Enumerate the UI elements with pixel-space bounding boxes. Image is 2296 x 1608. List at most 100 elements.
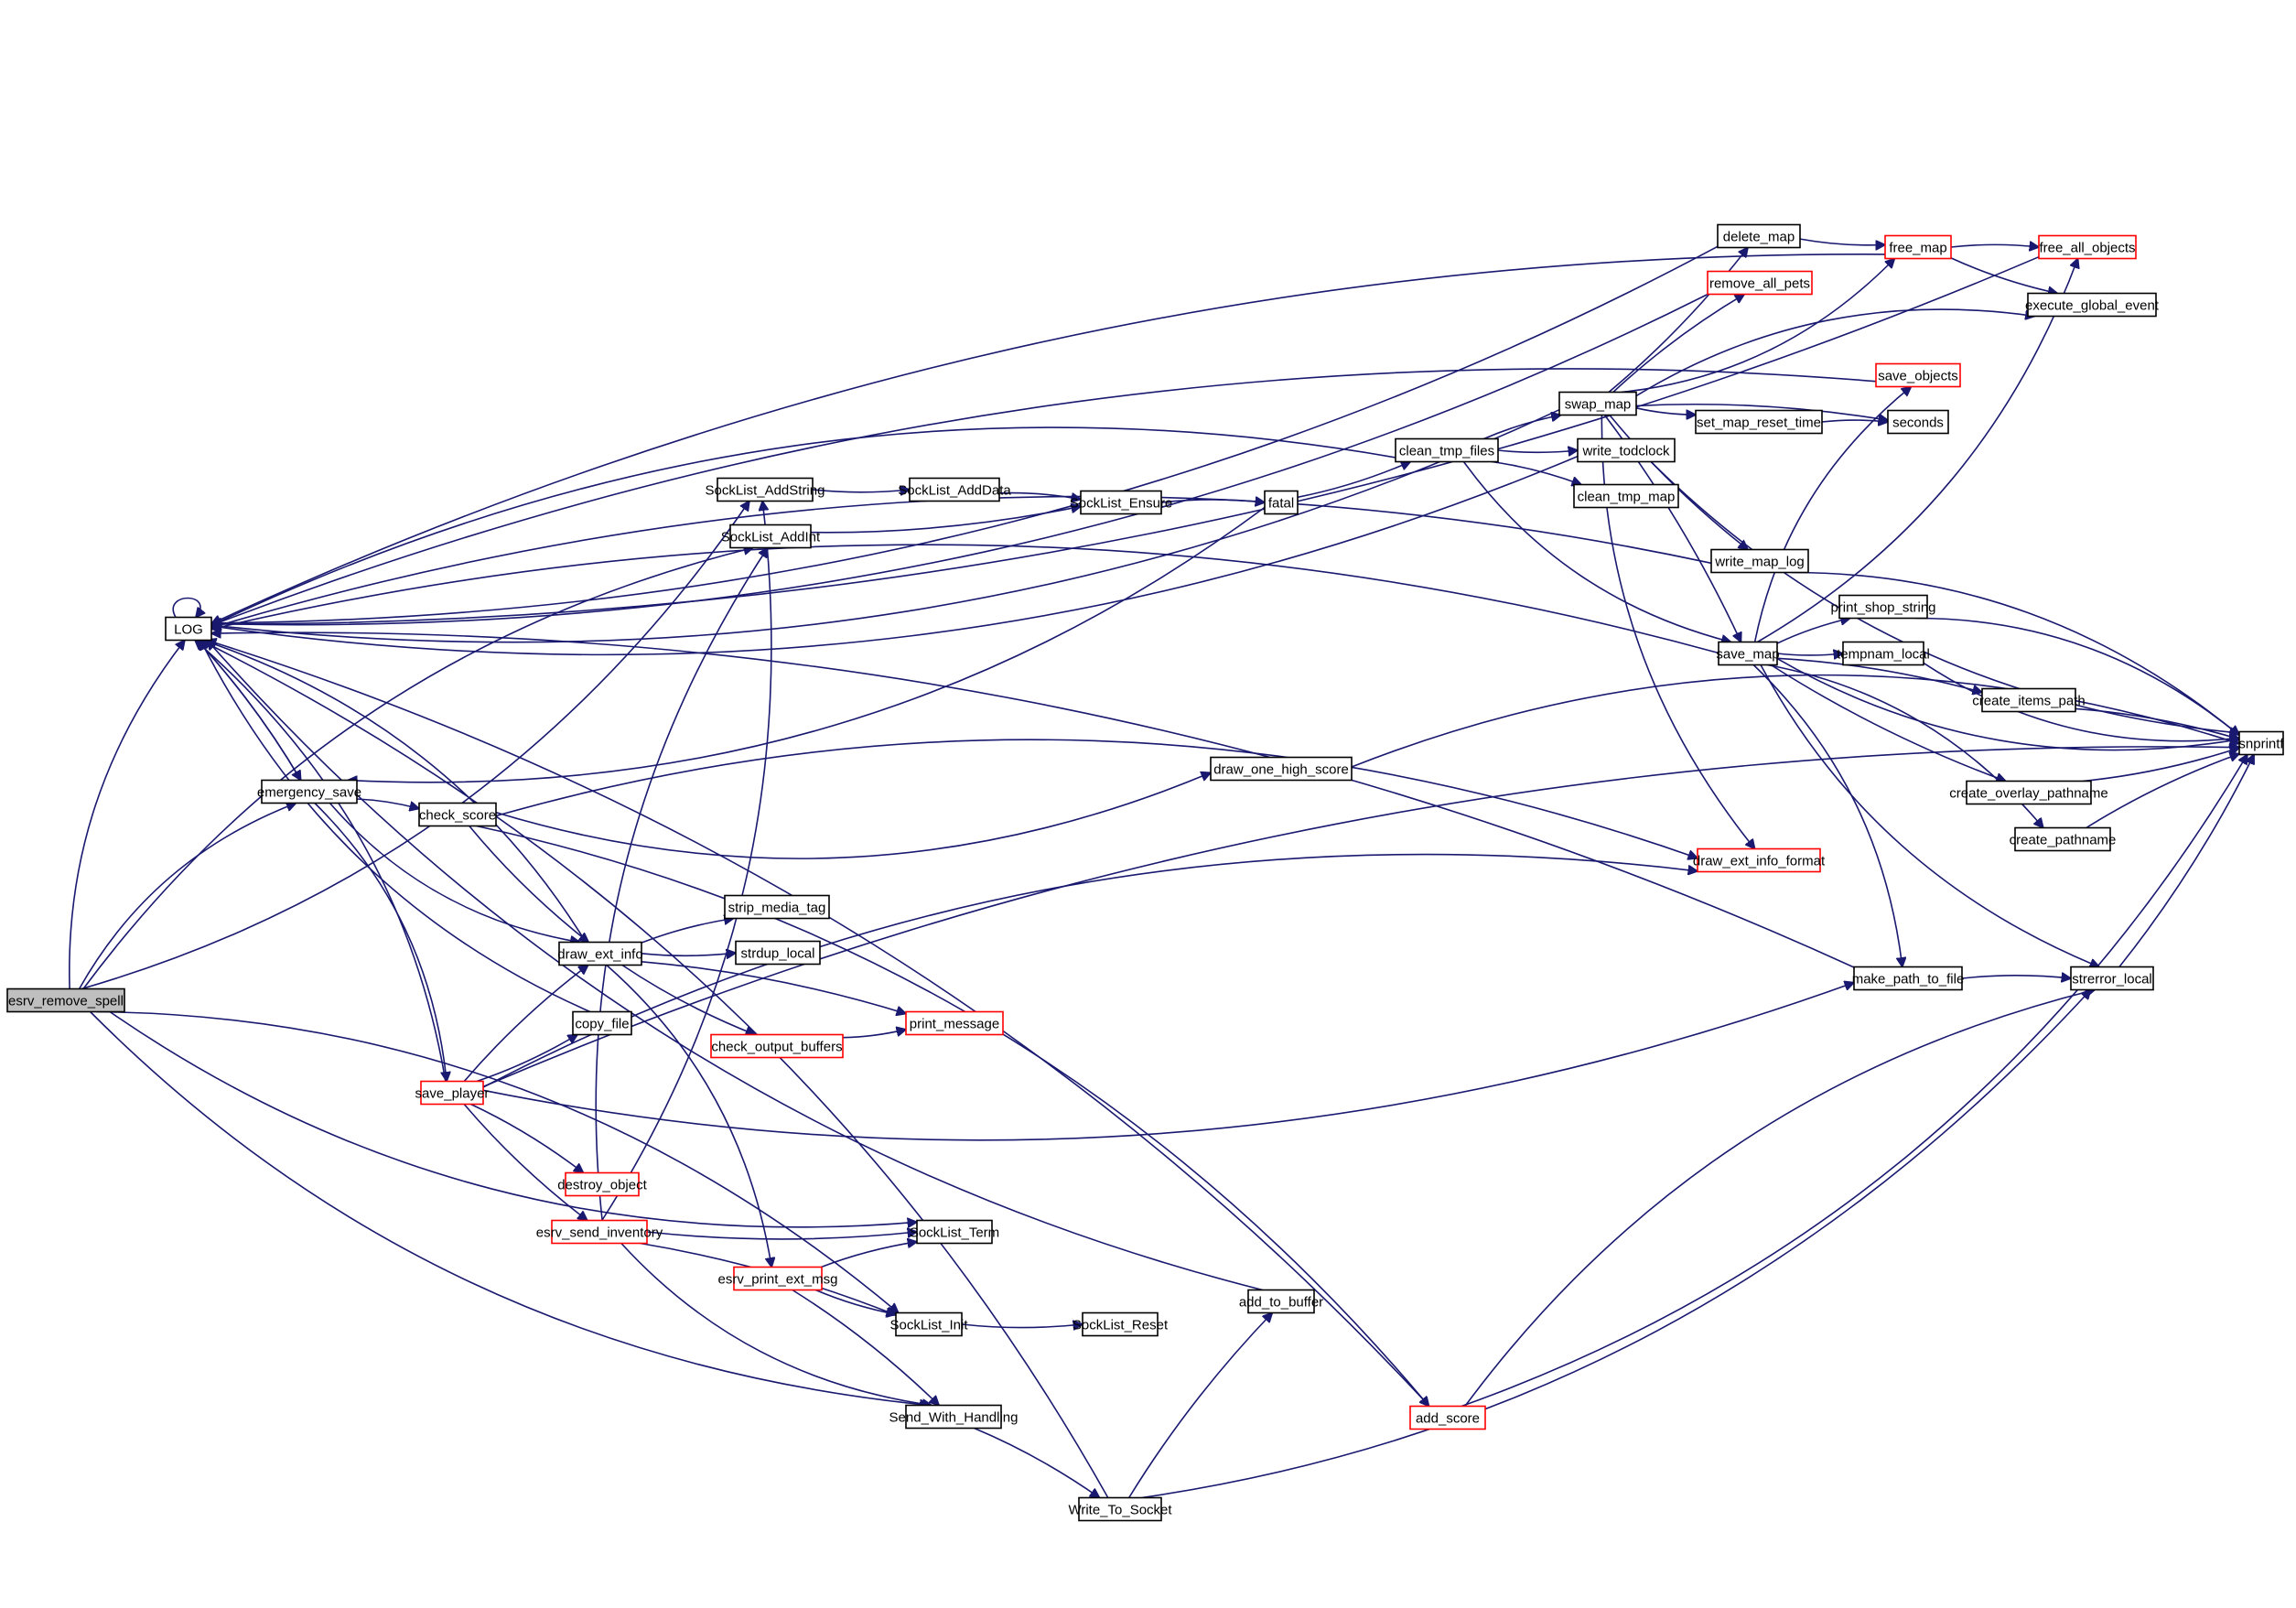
edge-swap_map-to-draw_ext_info_format (1601, 415, 1754, 849)
node-add_score[interactable]: add_score (1409, 1405, 1486, 1430)
node-SockList_AddData[interactable]: SockList_AddData (898, 477, 1011, 502)
node-label-esrv_send_inventory: esrv_send_inventory (536, 1225, 663, 1241)
node-box-snprintf (2238, 730, 2284, 756)
node-label-create_items_path: create_items_path (1972, 694, 2085, 709)
node-write_map_log[interactable]: write_map_log (1710, 548, 1809, 574)
edge-esrv_remove_spell-to-LOG (69, 641, 185, 989)
node-SockList_Term[interactable]: SockList_Term (910, 1219, 999, 1245)
edge-add_score-to-snprintf (1461, 755, 2247, 1408)
edge-clean_tmp_files-to-write_todclock (1497, 450, 1578, 452)
node-write_todclock[interactable]: write_todclock (1577, 437, 1676, 463)
edge-save_map-to-print_shop_string (1776, 619, 1850, 644)
node-swap_map[interactable]: swap_map (1558, 391, 1637, 416)
node-Send_With_Handling[interactable]: Send_With_Handling (889, 1404, 1019, 1430)
node-emergency_save[interactable]: emergency_save (257, 779, 361, 804)
node-SockList_Init[interactable]: SockList_Init (889, 1311, 968, 1337)
node-check_output_buffers[interactable]: check_output_buffers (710, 1033, 844, 1059)
node-strip_media_tag[interactable]: strip_media_tag (724, 894, 830, 920)
edge-esrv_remove_spell-to-SockList_AddInt (82, 548, 753, 989)
node-snprintf[interactable]: snprintf (2238, 730, 2284, 756)
node-label-SockList_AddData: SockList_AddData (898, 483, 1011, 499)
node-create_pathname[interactable]: create_pathname (2010, 826, 2117, 852)
node-seconds[interactable]: seconds (1887, 409, 1949, 435)
node-remove_all_pets[interactable]: remove_all_pets (1707, 270, 1813, 296)
node-box-Write_To_Socket (1078, 1496, 1162, 1522)
edge-Write_To_Socket-to-LOG (200, 641, 1109, 1498)
node-clean_tmp_map[interactable]: clean_tmp_map (1573, 483, 1679, 509)
node-esrv_send_inventory[interactable]: esrv_send_inventory (536, 1219, 663, 1245)
edge-save_player-to-destroy_object (470, 1103, 584, 1173)
node-check_score[interactable]: check_score (418, 802, 497, 827)
node-label-LOG: LOG (174, 622, 203, 638)
node-execute_global_event[interactable]: execute_global_event (2025, 292, 2160, 318)
node-label-copy_file: copy_file (575, 1017, 629, 1032)
node-box-make_path_to_file (1853, 966, 1963, 991)
node-print_message[interactable]: print_message (905, 1010, 1004, 1036)
edge-emergency_save-to-draw_ext_info (329, 802, 580, 943)
node-destroy_object[interactable]: destroy_object (557, 1171, 648, 1197)
node-SockList_AddInt[interactable]: SockList_AddInt (721, 523, 821, 549)
edge-save_player-to-make_path_to_file (482, 983, 1854, 1141)
node-SockList_AddString[interactable]: SockList_AddString (706, 477, 825, 502)
node-SockList_Reset[interactable]: SockList_Reset (1073, 1311, 1169, 1337)
node-delete_map[interactable]: delete_map (1717, 223, 1801, 249)
node-save_player[interactable]: save_player (415, 1080, 490, 1106)
edge-save_player-to-draw_ext_info_format (482, 853, 1698, 1088)
node-create_overlay_pathname[interactable]: create_overlay_pathname (1949, 780, 2108, 805)
node-box-set_map_reset_time (1695, 409, 1823, 435)
node-label-check_output_buffers: check_output_buffers (711, 1040, 842, 1055)
node-LOG[interactable]: LOG (165, 616, 212, 642)
node-free_all_objects[interactable]: free_all_objects (2038, 234, 2137, 260)
edge-LOG-to-LOG (172, 597, 200, 618)
node-esrv_remove_spell[interactable]: esrv_remove_spell (6, 987, 125, 1013)
edge-swap_map-to-set_map_reset_time (1635, 407, 1696, 415)
node-tempnam_local[interactable]: tempnam_local (1837, 641, 1930, 666)
edge-save_map-to-free_all_objects (1756, 259, 2077, 643)
node-label-draw_one_high_score: draw_one_high_score (1213, 762, 1349, 778)
node-box-add_to_buffer (1247, 1289, 1315, 1314)
node-save_map[interactable]: save_map (1716, 641, 1780, 666)
edge-check_output_buffers-to-print_message (842, 1030, 906, 1039)
node-free_map[interactable]: free_map (1884, 234, 1952, 260)
edge-swap_map-to-delete_map (1608, 248, 1748, 394)
edge-draw_ext_info-to-strdup_local (641, 953, 736, 955)
node-label-SockList_AddInt: SockList_AddInt (721, 530, 821, 545)
edge-esrv_remove_spell-to-Send_With_Handling (90, 1010, 930, 1406)
node-print_shop_string[interactable]: print_shop_string (1830, 594, 1936, 620)
edge-check_score-to-draw_ext_info_format (495, 739, 1698, 858)
edge-Send_With_Handling-to-Write_To_Socket (974, 1427, 1100, 1498)
node-add_to_buffer[interactable]: add_to_buffer (1239, 1289, 1323, 1314)
node-make_path_to_file[interactable]: make_path_to_file (1852, 966, 1965, 991)
node-draw_ext_info[interactable]: draw_ext_info (557, 941, 643, 966)
edge-swap_map-to-LOG (211, 408, 1560, 643)
node-label-esrv_print_ext_msg: esrv_print_ext_msg (718, 1272, 838, 1288)
node-box-save_map (1718, 641, 1778, 666)
node-box-print_shop_string (1838, 594, 1928, 620)
node-create_items_path[interactable]: create_items_path (1972, 687, 2086, 713)
node-box-SockList_Term (916, 1219, 993, 1245)
edge-emergency_save-to-LOG (197, 641, 302, 781)
node-esrv_print_ext_msg[interactable]: esrv_print_ext_msg (718, 1266, 838, 1291)
node-draw_one_high_score[interactable]: draw_one_high_score (1210, 756, 1353, 782)
edge-delete_map-to-LOG (211, 245, 1719, 623)
node-save_objects[interactable]: save_objects (1875, 362, 1961, 388)
node-set_map_reset_time[interactable]: set_map_reset_time (1695, 409, 1823, 435)
edge-save_objects-to-LOG (211, 368, 1877, 625)
node-copy_file[interactable]: copy_file (572, 1010, 632, 1036)
edge-copy_file-to-LOG (200, 641, 591, 1013)
edge-draw_ext_info-to-check_output_buffers (621, 964, 755, 1035)
node-clean_tmp_files[interactable]: clean_tmp_files (1395, 437, 1499, 463)
node-draw_ext_info_format[interactable]: draw_ext_info_format (1693, 847, 1826, 873)
node-strerror_local[interactable]: strerror_local (2070, 966, 2154, 991)
node-label-esrv_remove_spell: esrv_remove_spell (8, 994, 124, 1009)
node-label-clean_tmp_files: clean_tmp_files (1399, 444, 1494, 459)
node-fatal[interactable]: fatal (1264, 490, 1299, 515)
node-label-SockList_Term: SockList_Term (910, 1225, 999, 1241)
edge-esrv_print_ext_msg-to-SockList_Init (814, 1289, 896, 1315)
node-SockList_Ensure[interactable]: SockList_Ensure (1070, 490, 1173, 515)
node-box-esrv_print_ext_msg (733, 1266, 823, 1291)
node-box-emergency_save (261, 779, 358, 804)
node-strdup_local[interactable]: strdup_local (735, 940, 821, 966)
node-Write_To_Socket[interactable]: Write_To_Socket (1068, 1496, 1172, 1522)
node-label-Send_With_Handling: Send_With_Handling (889, 1410, 1019, 1426)
